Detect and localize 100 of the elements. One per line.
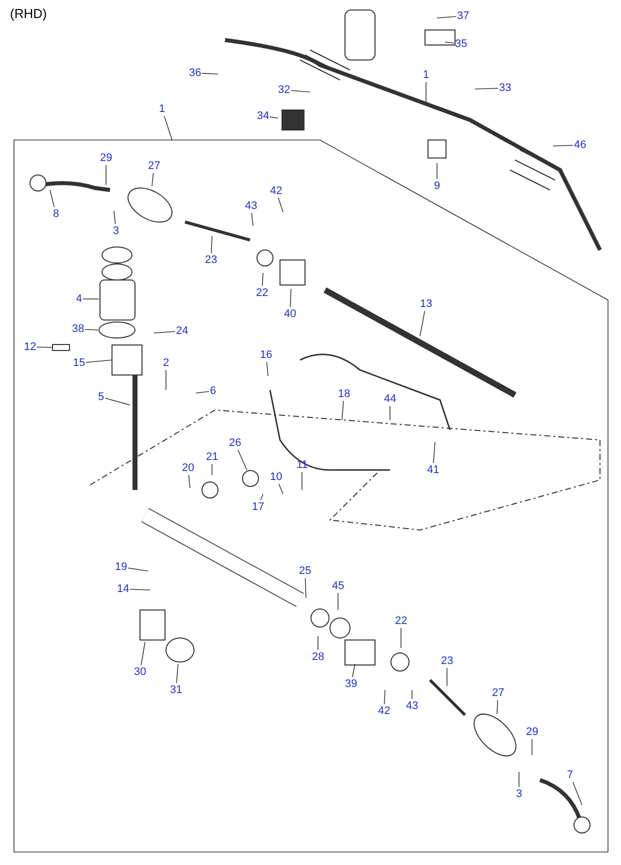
leader-line <box>446 668 448 686</box>
callout-number: 4 <box>76 293 82 305</box>
callout-number: 9 <box>434 180 440 192</box>
callout-number: 22 <box>256 287 268 299</box>
leader-line <box>572 782 582 806</box>
callout-number: 42 <box>270 185 282 197</box>
callout-number: 33 <box>499 82 512 94</box>
leader-line <box>176 664 178 684</box>
callout-number: 38 <box>72 323 84 335</box>
callout-number: 27 <box>148 160 160 172</box>
callout-number: 43 <box>406 700 418 712</box>
callout-number: 6 <box>210 385 216 397</box>
leader-line <box>400 628 402 648</box>
callout-number: 1 <box>423 69 430 81</box>
leader-line <box>436 16 456 18</box>
leader-line <box>202 72 218 74</box>
leader-line <box>266 362 268 376</box>
leader-line <box>114 210 116 224</box>
callout-number: 42 <box>378 705 390 717</box>
callout-number: 15 <box>73 357 86 369</box>
drive-side-note: (RHD) <box>10 6 47 21</box>
callout-number: 2 <box>163 357 170 369</box>
leader-line <box>154 331 176 334</box>
callout-number: 11 <box>296 459 308 471</box>
callout-number: 8 <box>53 208 60 220</box>
leader-line <box>433 442 436 464</box>
leader-line <box>290 288 292 308</box>
callout-number: 30 <box>134 666 146 678</box>
leader-line <box>188 474 190 488</box>
leader-line <box>82 298 100 300</box>
leader-line <box>260 494 264 500</box>
callout-number: 26 <box>229 437 242 449</box>
leader-line <box>552 144 574 146</box>
callout-number: 21 <box>206 451 218 463</box>
callout-number: 16 <box>260 349 272 361</box>
callout-number: 44 <box>384 393 396 405</box>
leader-line <box>210 236 212 254</box>
callout-number: 13 <box>420 298 432 310</box>
callout-number: 29 <box>526 726 538 738</box>
leader-line <box>352 664 356 678</box>
callout-number: 46 <box>574 139 586 151</box>
callout-number: 7 <box>567 769 574 781</box>
leader-line <box>262 272 264 286</box>
callout-number: 3 <box>516 788 522 800</box>
callout-number: 43 <box>245 200 258 212</box>
callout-number: 24 <box>176 325 188 337</box>
callout-number: 3 <box>113 225 120 237</box>
callout-number: 28 <box>312 651 324 663</box>
leader-line <box>384 690 386 704</box>
callout-number: 41 <box>427 464 440 476</box>
leader-line <box>518 772 520 788</box>
leader-line <box>164 116 172 140</box>
callout-number: 29 <box>100 152 112 164</box>
callout-number: 19 <box>115 561 128 573</box>
callout-number: 22 <box>395 615 408 627</box>
leader-line <box>130 588 150 590</box>
leader-line <box>104 398 130 406</box>
callout-number: 14 <box>117 583 130 595</box>
leader-line <box>304 578 306 598</box>
leader-line <box>474 88 498 90</box>
leader-line <box>86 360 112 363</box>
callout-number: 32 <box>278 84 290 96</box>
leader-line <box>342 400 344 420</box>
leader-line <box>251 212 254 226</box>
callout-number: 12 <box>24 341 36 353</box>
callout-number: 31 <box>170 684 182 696</box>
callout-number: 35 <box>455 38 468 50</box>
callout-number: 5 <box>98 391 104 403</box>
leader-line <box>420 310 426 336</box>
callout-number: 1 <box>159 103 166 115</box>
leader-line <box>140 642 146 666</box>
callout-number: 17 <box>252 501 264 513</box>
callout-number: 39 <box>345 678 358 690</box>
leader-line <box>128 568 148 572</box>
callout-number: 27 <box>492 687 504 699</box>
leader-line <box>50 190 55 208</box>
leader-line <box>278 484 284 494</box>
leader-line <box>196 391 210 394</box>
callout-number: 23 <box>441 655 454 667</box>
callout-number: 18 <box>338 388 350 400</box>
leader-line <box>270 116 278 118</box>
callout-number: 10 <box>270 471 282 483</box>
leader-line <box>238 450 248 470</box>
leader-line <box>84 328 98 330</box>
leader-line <box>152 172 154 186</box>
leader-line <box>290 90 310 92</box>
leader-line <box>496 700 498 714</box>
leader-line <box>278 198 284 212</box>
bolt-part <box>52 344 70 351</box>
callout-number: 25 <box>299 565 312 577</box>
callout-number: 37 <box>457 10 470 22</box>
callout-number: 36 <box>189 67 202 79</box>
callout-number: 23 <box>205 254 218 266</box>
callout-number: 40 <box>284 308 296 320</box>
callout-number: 45 <box>332 580 344 592</box>
ring-part <box>242 470 259 487</box>
leader-line <box>36 346 52 348</box>
callout-number: 20 <box>182 462 194 474</box>
callout-number: 34 <box>257 110 270 122</box>
leader-line <box>436 162 438 180</box>
